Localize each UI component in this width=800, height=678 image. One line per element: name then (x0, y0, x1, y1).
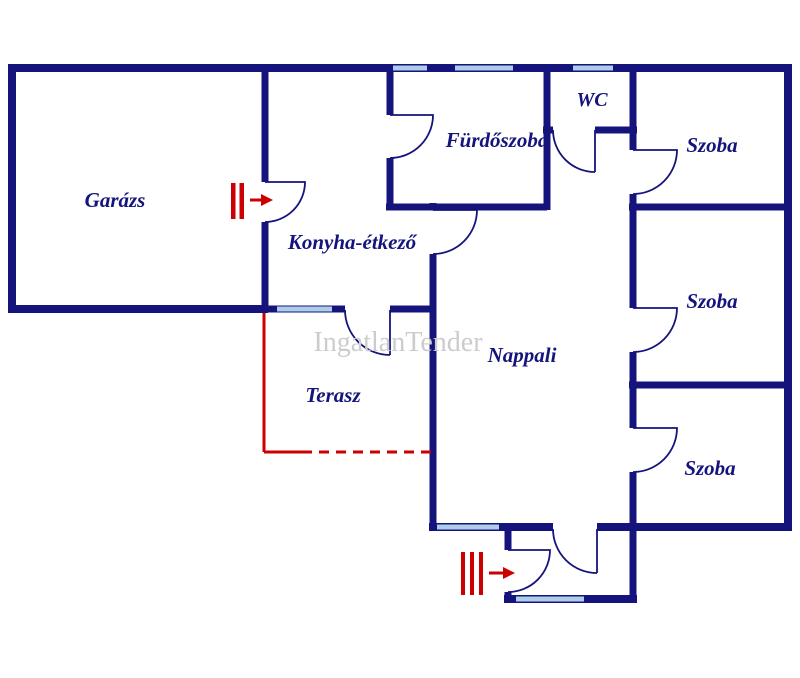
room-label-garage: Garázs (85, 188, 146, 212)
garage-entry-marker (231, 183, 273, 219)
window (455, 65, 513, 71)
watermark: IngatlanTender (313, 327, 483, 358)
windows-group (277, 65, 613, 602)
window (516, 596, 584, 602)
doors-group (264, 114, 678, 593)
room-label-kitchen: Konyha-étkező (287, 230, 418, 254)
door-mark-bar (470, 552, 474, 595)
door-arc (389, 114, 434, 159)
room-label-room1: Szoba (686, 133, 737, 157)
door-arc (552, 129, 596, 173)
door-arc (632, 307, 678, 353)
door-arc (264, 181, 306, 223)
room-label-bathroom: Fürdőszoba (445, 128, 549, 152)
entry-arrow-icon (261, 194, 273, 206)
main-entrance-marker (461, 552, 515, 595)
door-mark-bar (461, 552, 465, 595)
door-arc (552, 528, 598, 574)
walls-group (8, 64, 792, 603)
terrace-outline (262, 313, 431, 454)
room-label-room2: Szoba (686, 289, 737, 313)
door-arc (344, 309, 391, 356)
window (573, 65, 613, 71)
door-arc (432, 209, 478, 255)
door-mark-bar (239, 183, 244, 219)
door-arc (632, 149, 678, 195)
window (393, 65, 427, 71)
room-label-room3: Szoba (684, 456, 735, 480)
window (277, 306, 332, 312)
window (437, 524, 499, 530)
entry-arrow-icon (503, 567, 515, 579)
room-label-living: Nappali (487, 343, 557, 367)
door-arc (632, 427, 678, 473)
door-arc (507, 549, 551, 593)
room-label-wc: WC (576, 89, 608, 111)
door-mark-bar (479, 552, 483, 595)
door-mark-bar (231, 183, 236, 219)
room-label-terrace: Terasz (305, 383, 361, 407)
room-labels-group: Garázs Konyha-étkező Fürdőszoba WC Szoba… (85, 89, 738, 480)
